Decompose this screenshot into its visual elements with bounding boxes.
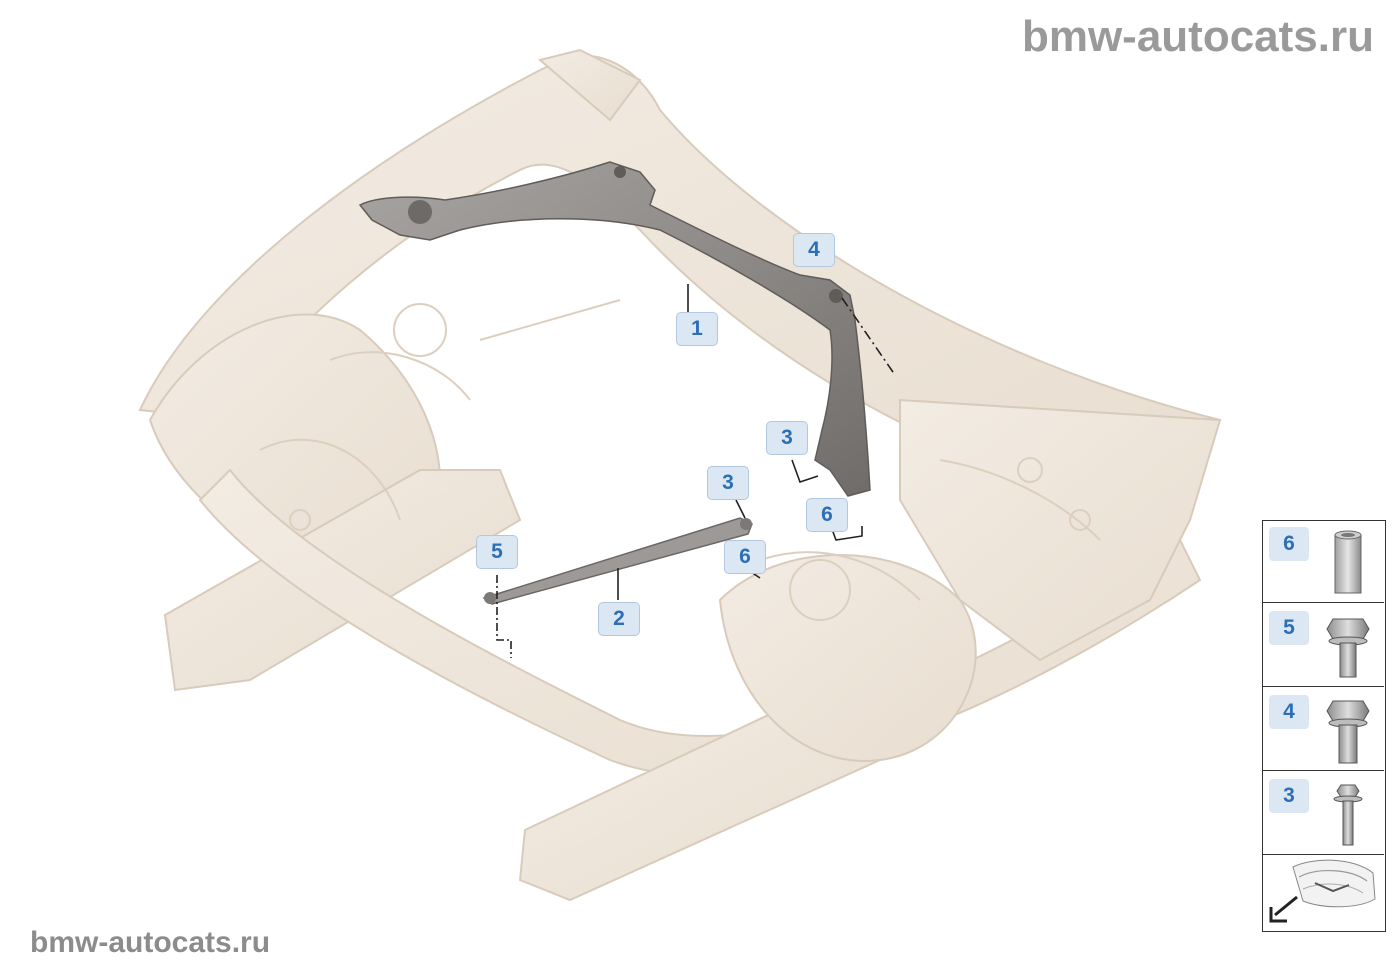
legend-number: 6 xyxy=(1269,527,1309,561)
strut-brace-mount-hole xyxy=(829,289,843,303)
strut-brace-part[interactable] xyxy=(358,161,871,497)
callout-3-upper[interactable]: 3 xyxy=(766,421,808,455)
legend-item-sleeve[interactable]: 6 xyxy=(1263,521,1384,603)
tension-strut-end xyxy=(740,518,752,530)
sleeve-icon xyxy=(1334,530,1362,594)
callout-5[interactable]: 5 xyxy=(476,535,518,569)
watermark-top: bmw-autocats.ru xyxy=(1021,12,1374,61)
callout-4[interactable]: 4 xyxy=(793,233,835,267)
strut-brace-mount-hole xyxy=(408,200,432,224)
body-shell-details xyxy=(259,299,1101,621)
strut-brace-mount-hole xyxy=(614,166,626,178)
legend-item-bolt-4[interactable]: 4 xyxy=(1263,689,1384,771)
callout-6-upper[interactable]: 6 xyxy=(806,498,848,532)
vehicle-front-view-icon[interactable] xyxy=(1263,853,1384,931)
legend-item-bolt-3[interactable]: 3 xyxy=(1263,773,1384,855)
callout-3-lower[interactable]: 3 xyxy=(707,466,749,500)
flange-bolt-icon xyxy=(1326,700,1370,764)
legend-item-bolt-5[interactable]: 5 xyxy=(1263,605,1384,687)
small-bolt-icon xyxy=(1333,784,1363,846)
callout-2[interactable]: 2 xyxy=(598,602,640,636)
watermark-bottom: bmw-autocats.ru xyxy=(30,926,271,959)
legend-number: 5 xyxy=(1269,611,1309,645)
body-shell xyxy=(138,48,1222,902)
callout-6-lower[interactable]: 6 xyxy=(724,540,766,574)
legend-number: 4 xyxy=(1269,695,1309,729)
flange-bolt-icon xyxy=(1326,618,1370,678)
legend-number: 3 xyxy=(1269,779,1309,813)
parts-legend: 6 5 4 3 xyxy=(1262,520,1386,932)
tension-strut-end xyxy=(484,592,496,604)
callout-1[interactable]: 1 xyxy=(676,312,718,346)
